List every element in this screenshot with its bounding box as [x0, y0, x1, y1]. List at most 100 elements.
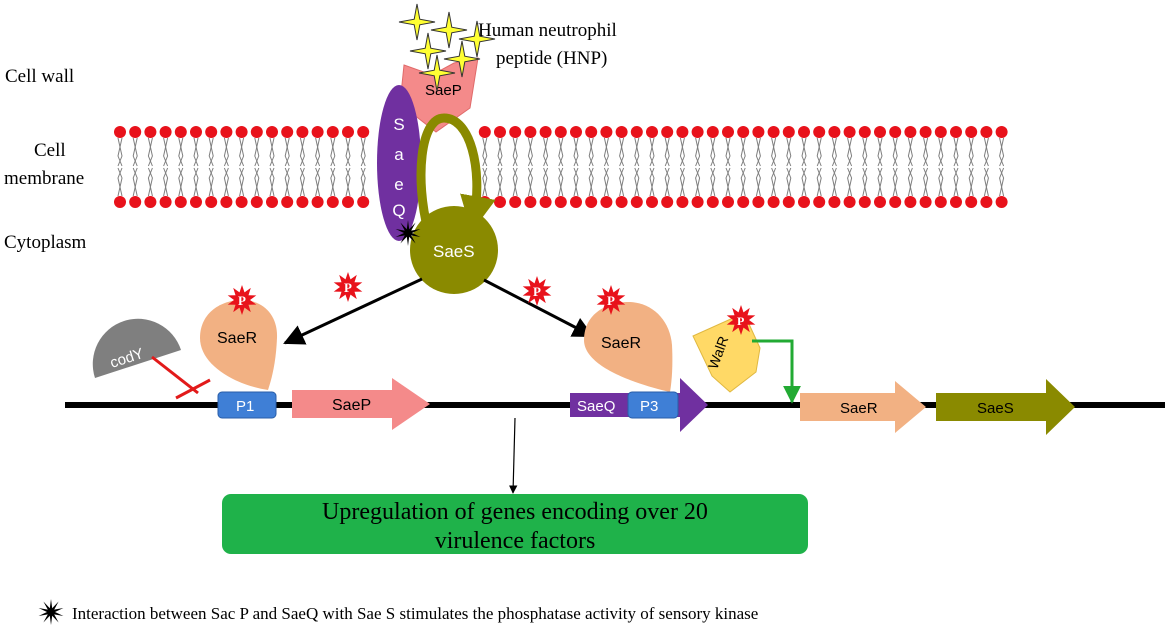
lipid-tail	[132, 137, 138, 167]
lipid-head	[630, 196, 643, 208]
lipid-tail	[831, 137, 837, 167]
lipid-tail	[907, 137, 913, 167]
lipid-head	[752, 126, 765, 138]
lipid-tail	[117, 167, 123, 197]
lipid-tail	[147, 137, 153, 167]
lipid-tail	[254, 137, 260, 167]
lipid-tail	[679, 167, 685, 197]
outcome-arrow	[509, 417, 518, 494]
lipid-tail	[163, 137, 169, 167]
saer-protein-right	[584, 302, 673, 392]
lipid-tail	[147, 137, 153, 167]
footnote-text: Interaction between Sac P and SaeQ with …	[72, 604, 758, 623]
lipid-head	[326, 126, 339, 138]
lipid-tail	[223, 167, 229, 197]
lipid-tail	[892, 167, 898, 197]
lipid-tail	[771, 137, 777, 167]
lipid-tail	[649, 137, 655, 167]
lipid-head	[174, 126, 187, 138]
lipid-head	[889, 126, 902, 138]
saes-protein	[410, 206, 498, 294]
lipid-head	[950, 126, 962, 138]
lipid-head	[995, 126, 1008, 138]
lipid-head	[524, 196, 537, 208]
lipid-head	[980, 126, 993, 138]
lipid-tail	[330, 137, 336, 167]
lipid-tail	[816, 137, 822, 167]
lipid-tail	[558, 167, 564, 197]
lipid-tail	[269, 137, 275, 167]
outcome-box	[222, 494, 808, 554]
lipid-tail	[710, 137, 716, 167]
hnp-star-icon	[458, 20, 496, 58]
footnote-star-icon	[38, 599, 64, 625]
lipid-head	[478, 126, 491, 138]
lipid-tail	[345, 137, 351, 167]
phosphate-burst-icon	[227, 285, 257, 315]
lipid-head	[843, 126, 856, 138]
lipid-head	[570, 126, 582, 138]
lipid-head	[691, 126, 704, 138]
lipid-tail	[208, 167, 214, 197]
lipid-tail	[193, 137, 199, 167]
lipid-tail	[330, 137, 336, 167]
lipid-tail	[786, 137, 792, 167]
lipid-head	[813, 196, 826, 208]
lipid-tail	[543, 137, 549, 167]
lipid-head	[995, 196, 1008, 208]
lipid-tail	[953, 137, 959, 167]
lipid-tail	[299, 167, 305, 197]
lipid-head	[114, 126, 126, 138]
lipid-tail	[573, 167, 579, 197]
promoter-p1-label: P1	[236, 398, 254, 415]
lipid-bilayer	[114, 126, 1008, 208]
lipid-tail	[603, 167, 609, 197]
lipid-tail	[740, 137, 746, 167]
lipid-head	[174, 196, 187, 208]
lipid-head	[980, 196, 993, 208]
footnote-star-shape	[38, 599, 64, 625]
lipid-head	[722, 196, 734, 208]
lipid-tail	[482, 137, 488, 167]
phosphate-label: P	[607, 293, 615, 308]
phosphate-shape	[726, 305, 756, 335]
lipid-head	[114, 196, 126, 208]
lipid-tail	[573, 137, 579, 167]
lipid-head	[326, 196, 339, 208]
lipid-tail	[223, 137, 229, 167]
hnp-label-line2: peptide (HNP)	[496, 48, 607, 69]
lipid-head	[600, 196, 613, 208]
lipid-head	[144, 196, 157, 208]
lipid-head	[934, 126, 947, 138]
lipid-tail	[360, 167, 366, 197]
outcome-line2: virulence factors	[435, 528, 596, 554]
lipid-tail	[315, 137, 321, 167]
lipid-tail	[892, 167, 898, 197]
lipid-tail	[892, 137, 898, 167]
cody-protein	[92, 318, 181, 378]
lipid-tail	[938, 167, 944, 197]
phosphate-burst-icon	[726, 305, 756, 335]
lipid-tail	[710, 137, 716, 167]
saeq-letter: e	[394, 175, 403, 194]
lipid-tail	[330, 167, 336, 197]
lipid-tail	[649, 167, 655, 197]
lipid-head	[296, 196, 309, 208]
lipid-tail	[695, 137, 701, 167]
lipid-tail	[527, 137, 533, 167]
lipid-tail	[315, 167, 321, 197]
hnp-star-icon	[430, 11, 468, 49]
saeq-letter: Q	[392, 201, 405, 220]
lipid-tail	[771, 137, 777, 167]
lipid-tail	[558, 167, 564, 197]
phosphate-shape	[522, 276, 552, 306]
lipid-tail	[771, 167, 777, 197]
lipid-head	[782, 126, 795, 138]
lipid-head	[813, 126, 826, 138]
lipid-tail	[315, 137, 321, 167]
lipid-head	[798, 126, 810, 138]
lipid-head	[615, 196, 628, 208]
lipid-head	[342, 126, 354, 138]
lipid-head	[357, 126, 370, 138]
lipid-tail	[360, 137, 366, 167]
